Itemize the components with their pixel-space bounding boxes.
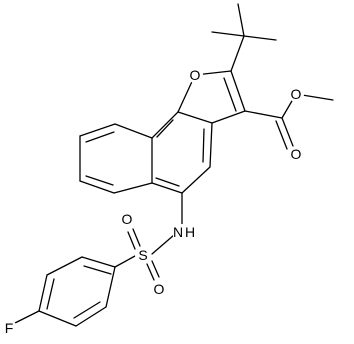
bond-ar3-ar4 <box>38 274 48 312</box>
bond-ar6-ar1 <box>105 266 116 308</box>
bond-c5-c5a <box>151 182 183 194</box>
bond-c9a-c9 <box>114 123 153 139</box>
amine-nitrogen-label: N <box>173 224 183 240</box>
bond-c9-c8 <box>79 123 116 137</box>
sulfonyl-oxygen-left-label: O <box>122 211 133 227</box>
bond-ar4-ar5 <box>38 310 77 327</box>
bond-ar3-ar4-double <box>46 278 55 310</box>
bond-c7-c6 <box>79 180 115 194</box>
bond-tbu-to-c2 <box>230 35 245 72</box>
carbonyl-oxygen-label: O <box>291 146 302 162</box>
bond-c6-c5a <box>113 182 153 194</box>
bond-c3a-c9b <box>177 111 213 124</box>
bond-ar5-ar6-double <box>73 301 101 319</box>
bond-c3a-c4-double <box>202 128 205 163</box>
bond-c9-c8-double <box>85 131 115 143</box>
bond-c9b-c9a <box>151 111 179 139</box>
bond-c2-c3-double <box>223 77 237 112</box>
bond-c4-c5 <box>181 166 211 194</box>
bond-c5-c5a-double <box>155 177 180 187</box>
bond-carbonyl-o-double-2 <box>275 120 288 150</box>
atom-labels: O O O N H S O O F <box>1 67 304 336</box>
bond-tbu-methyl-right <box>243 35 277 41</box>
bond-s-o-right <box>146 263 155 281</box>
bond-n-s <box>151 234 175 255</box>
bond-ar1-ar2 <box>81 256 116 268</box>
bond-s-o-right-2 <box>151 260 160 278</box>
bond-c9b-c9a-double <box>156 119 174 138</box>
bond-c3-carbonyl <box>244 110 283 119</box>
bond-s-o-left <box>132 228 141 247</box>
bond-ar2-ar3 <box>46 256 83 276</box>
bond-tbu-methyl-top <box>237 3 245 37</box>
bond-s-o-left-2 <box>127 231 136 250</box>
bond-carbonyl-o-double <box>281 117 294 147</box>
bond-s-aryl <box>114 255 136 268</box>
furan-oxygen-label: O <box>190 67 201 83</box>
bond-ar1-ar2-double <box>83 265 112 275</box>
bonds <box>14 3 334 327</box>
ester-oxygen-label: O <box>291 86 302 102</box>
bond-ar5-ar6 <box>75 306 107 327</box>
bond-c3a-c4 <box>209 122 213 168</box>
fluorine-label: F <box>5 320 14 336</box>
bond-tbu-methyl-left <box>211 31 245 37</box>
sulfur-label: S <box>138 247 147 263</box>
bond-c2-c3 <box>230 70 246 112</box>
bond-c7-c6-double <box>85 175 114 186</box>
sulfonyl-oxygen-right-label: O <box>154 281 165 297</box>
bond-c3-c3a <box>211 110 246 124</box>
bond-ar4-f <box>14 310 40 324</box>
amine-hydrogen-label: H <box>185 224 195 240</box>
